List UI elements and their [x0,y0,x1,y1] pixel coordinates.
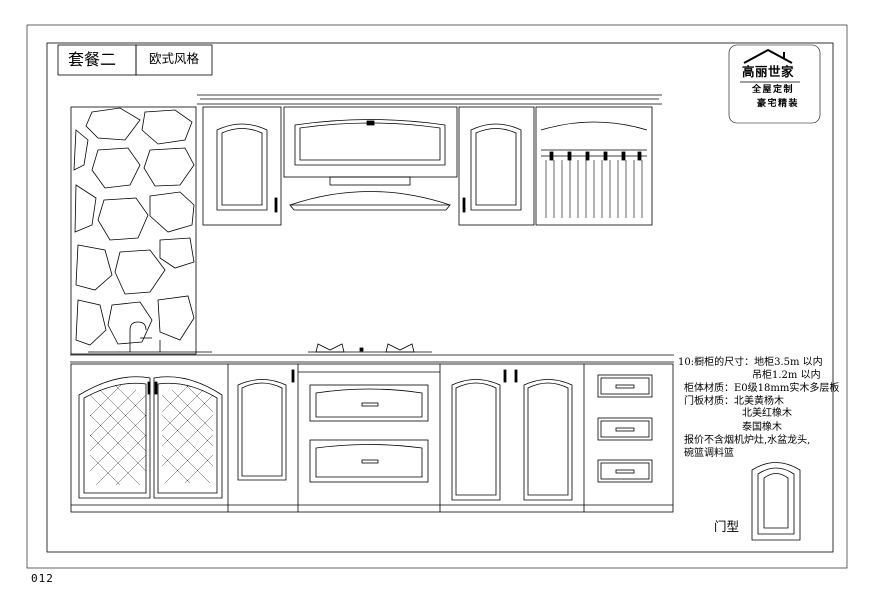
gas-cooktop [308,343,432,353]
spec-line-wall-cabinet: 吊柜1.2m 以内 [752,370,821,381]
outer-frame [26,24,848,569]
door-type-sample [751,462,801,541]
page-number: 012 [31,572,54,585]
style-title: 欧式风格 [149,51,200,66]
inner-frame [46,42,834,553]
range-hood [289,176,451,211]
spec-line-exclusion: 报价不含烟机炉灶,水盆龙头, [684,435,811,446]
style-box [135,44,213,76]
brand-slogan-2: 豪宅精装 [757,99,800,109]
package-title: 套餐二 [68,50,117,69]
sink-faucet [88,321,212,353]
wall-cabinets [197,94,662,226]
spec-line-size: 10:橱柜的尺寸：地柜3.5m 以内 [678,357,823,368]
spec-line-body-material: 柜体材质：E0级18mm实木多层板 [684,383,840,394]
spec-line-door-material: 门板材质：北美黄杨木 [684,396,784,407]
spec-line-red-oak: 北美红橡木 [742,408,792,419]
brand-name: 高丽世家 [742,64,795,79]
stone-wall [70,106,197,355]
door-type-label: 门型 [714,519,740,534]
spec-line-thai-oak: 泰国橡木 [742,422,782,433]
brand-slogan-1: 全屋定制 [752,85,795,95]
base-cabinets [70,363,674,513]
spec-line-baskets: 碗篮调料篮 [684,448,734,459]
brand-logo [728,44,821,124]
